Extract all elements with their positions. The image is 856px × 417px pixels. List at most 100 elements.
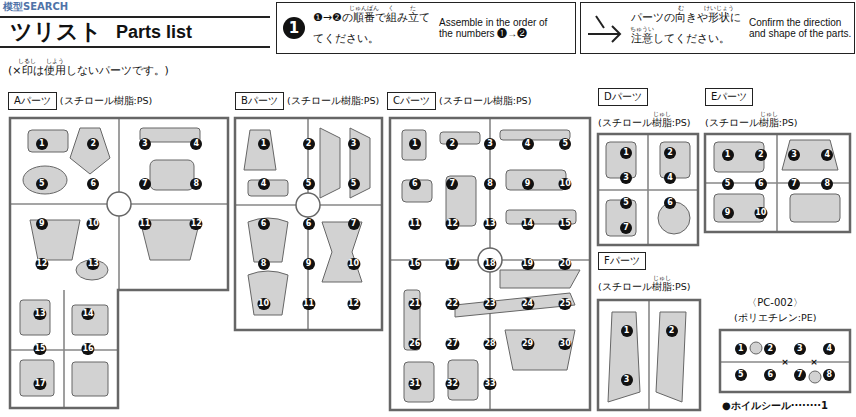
callout-number: 4 <box>664 172 676 184</box>
callout-number: 5 <box>559 138 571 150</box>
callout-number: 21 <box>408 298 421 310</box>
callout-number: 2 <box>666 325 678 337</box>
callout-number: 6 <box>409 178 421 190</box>
callout-number: 1 <box>722 149 734 161</box>
furigana: じゅし <box>760 111 778 117</box>
runner-header: Eパーツ (スチロール樹脂:PS) <box>705 88 797 130</box>
callout-number: 5 <box>735 369 747 381</box>
callout-number: 28 <box>483 338 496 350</box>
callout-number: 9 <box>522 178 534 190</box>
callout-number: 1 <box>258 138 270 150</box>
runner-header: Aパーツ(スチロール樹脂:PS) <box>8 92 152 110</box>
callout-number: 6 <box>303 218 315 230</box>
step-box: 1❶→❷の順番で組み立ててください。Assemble in the order … <box>276 2 576 54</box>
callout-number: 3 <box>139 138 151 150</box>
callout-number: 15 <box>559 218 572 230</box>
callout-number: 10 <box>347 258 360 270</box>
callout-number: 8 <box>484 178 496 190</box>
runner-header: Bパーツ(スチロール樹脂:PS) <box>235 92 379 110</box>
material-note: (スチロール樹脂:PS) <box>439 94 531 108</box>
step-number: 1 <box>283 17 305 39</box>
note-text: (×印は使用しないパーツです。) <box>8 64 169 78</box>
callout-number: 3 <box>348 138 360 150</box>
callout-number: 7 <box>446 178 458 190</box>
material-note: (スチロール樹脂:PS) <box>598 116 690 130</box>
callout-number: 10 <box>754 207 767 219</box>
furigana: た <box>410 5 416 11</box>
callout-number: 12 <box>35 258 48 270</box>
runner-e <box>705 134 850 232</box>
callout-number: 1 <box>409 138 421 150</box>
runner-letter: Bパーツ <box>235 92 284 110</box>
callout-number: 11 <box>408 218 421 230</box>
runner-letter: Aパーツ <box>8 92 57 110</box>
callout-number: 22 <box>446 298 459 310</box>
callout-number: 2 <box>87 138 99 150</box>
furigana: しよう <box>46 58 64 64</box>
callout-number: 5 <box>722 178 734 190</box>
runner-header: Fパーツ(スチロール樹脂:PS) <box>598 252 690 294</box>
callout-number: 23 <box>483 298 496 310</box>
runner-a <box>10 118 228 408</box>
runner-header: Dパーツ (スチロール樹脂:PS) <box>598 88 690 130</box>
callout-number: 8 <box>821 178 833 190</box>
callout-number: 6 <box>764 369 776 381</box>
callout-number: 3 <box>794 343 806 355</box>
runner-letter: Eパーツ <box>705 88 753 106</box>
callout-number: 26 <box>408 338 421 350</box>
callout-number: 2 <box>764 343 776 355</box>
callout-number: 18 <box>483 258 496 270</box>
callout-number: 5 <box>36 178 48 190</box>
callout-number: 4 <box>190 138 202 150</box>
furigana: じゅんばん <box>349 5 379 11</box>
callout-number: 11 <box>302 298 315 310</box>
furigana: けいじょう <box>704 5 734 11</box>
callout-number: 1 <box>735 343 747 355</box>
callout-number: 17 <box>446 258 459 270</box>
runner-pc <box>720 330 850 392</box>
callout-number: 4 <box>823 343 835 355</box>
callout-number: 12 <box>190 218 203 230</box>
callout-number: 9 <box>303 258 315 270</box>
runner-b <box>235 118 382 330</box>
callout-number: 6 <box>258 218 270 230</box>
callout-number: 1 <box>36 138 48 150</box>
callout-number: 4 <box>522 138 534 150</box>
sticker-note: ●ホイルシール········1 <box>722 400 828 412</box>
callout-number: 8 <box>258 258 270 270</box>
material-note: (スチロール樹脂:PS) <box>60 94 152 108</box>
furigana: じゅし <box>653 275 671 281</box>
callout-number: 32 <box>446 378 459 390</box>
title-text: ツリスト <box>10 21 102 43</box>
callout-number: 2 <box>303 138 315 150</box>
unused-mark: × <box>781 357 789 367</box>
callout-number: 12 <box>446 218 459 230</box>
callout-number: 29 <box>521 338 534 350</box>
callout-number: 11 <box>138 218 151 230</box>
runner-header: 〈PC-002〉(ポリエチレン:PE) <box>734 296 816 324</box>
callout-number: 3 <box>484 138 496 150</box>
callout-number: 15 <box>33 343 46 355</box>
callout-number: 25 <box>559 298 572 310</box>
runner-letter: 〈PC-002〉 <box>747 296 803 309</box>
material-note: (スチロール樹脂:PS) <box>705 116 797 130</box>
title-text: Parts list <box>116 23 192 41</box>
direction-icon <box>588 16 620 42</box>
callout-number: 4 <box>258 178 270 190</box>
watermark: 模型SEARCH <box>3 2 68 12</box>
callout-number: 17 <box>33 378 46 390</box>
callout-number: 3 <box>621 374 633 386</box>
furigana: く <box>388 5 394 11</box>
runner-header: Cパーツ(スチロール樹脂:PS) <box>387 92 531 110</box>
callout-number: 5 <box>348 178 360 190</box>
callout-number: 7 <box>794 369 806 381</box>
callout-number: 7 <box>139 178 151 190</box>
runner-letter: Dパーツ <box>598 88 648 106</box>
callout-number: 12 <box>347 298 360 310</box>
title-banner: ツリスト Parts list <box>0 16 270 48</box>
callout-number: 6 <box>664 197 676 209</box>
callout-number: 1 <box>620 147 632 159</box>
callout-number: 2 <box>755 149 767 161</box>
callout-number: 14 <box>521 218 534 230</box>
caution-text: Confirm the direction and shape of the p… <box>749 17 853 40</box>
